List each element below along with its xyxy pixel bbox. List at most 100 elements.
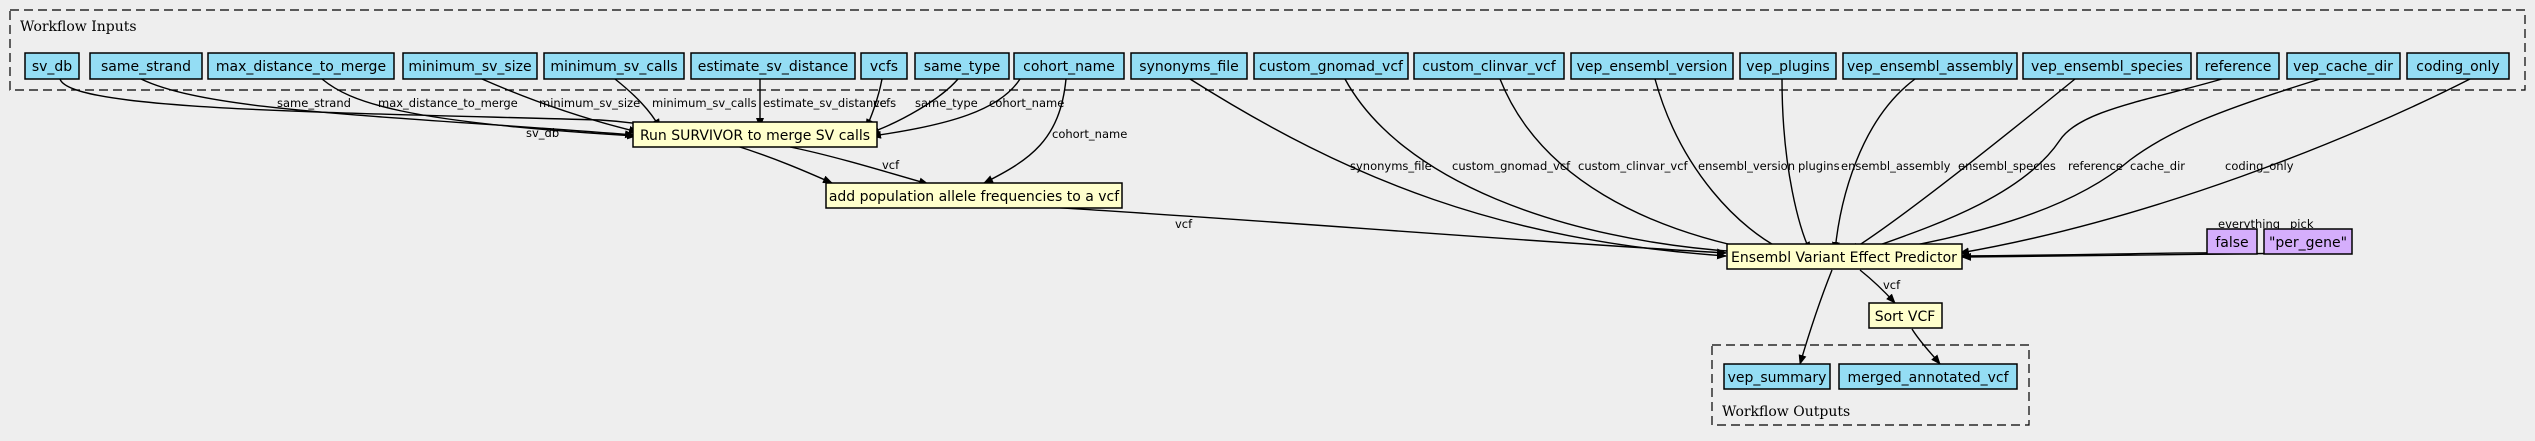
input-sv-db-label: sv_db	[32, 59, 72, 75]
edge-same-strand: same_strand	[140, 78, 635, 139]
input-custom-clinvar-vcf[interactable]: custom_clinvar_vcf	[1413, 52, 1565, 80]
edge-coding-only: coding_only	[1959, 78, 2471, 256]
input-max-distance-to-merge[interactable]: max_distance_to_merge	[207, 52, 395, 80]
input-minimum-sv-calls-label: minimum_sv_calls	[550, 59, 677, 75]
step-add-allele-frequencies[interactable]: add population allele frequencies to a v…	[825, 182, 1123, 209]
input-same-strand-label: same_strand	[101, 59, 191, 75]
input-minimum-sv-calls[interactable]: minimum_sv_calls	[543, 52, 685, 80]
edge-label-estimate-sv-distance: estimate_sv_distance	[763, 96, 887, 110]
input-cohort-name[interactable]: cohort_name	[1013, 52, 1125, 80]
edge-min-sv-size: minimum_sv_size	[481, 78, 640, 134]
edge-vep-plugins: plugins	[1781, 78, 1840, 252]
input-max-distance-to-merge-label: max_distance_to_merge	[216, 59, 386, 75]
step-nodes: Run SURVIVOR to merge SV calls add popul…	[632, 121, 1963, 329]
edge-label-vep-vcf: vcf	[1883, 278, 1901, 292]
step-sort-vcf-label: Sort VCF	[1875, 309, 1936, 325]
edge-label-everything: everything	[2218, 217, 2280, 231]
input-vcfs[interactable]: vcfs	[860, 52, 908, 80]
output-nodes: vep_summary merged_annotated_vcf	[1723, 363, 2018, 390]
edge-af-to-vep: vcf	[1009, 204, 1727, 257]
const-per-gene[interactable]: "per_gene"	[2263, 228, 2353, 255]
step-vep-label: Ensembl Variant Effect Predictor	[1731, 250, 1957, 266]
const-per-gene-label: "per_gene"	[2269, 235, 2347, 251]
input-same-type[interactable]: same_type	[914, 52, 1010, 80]
input-same-strand[interactable]: same_strand	[89, 52, 203, 80]
edge-label-custom-clinvar: custom_clinvar_vcf	[1578, 159, 1689, 173]
edge-custom-gnomad: custom_gnomad_vcf	[1344, 78, 1741, 256]
input-coding-only-label: coding_only	[2416, 59, 2499, 75]
edge-survivor-to-af: vcf	[789, 146, 929, 186]
edge-vep-ensembl-species: ensembl_species	[1849, 78, 2076, 252]
edge-label-same-type: same_type	[915, 96, 978, 110]
step-add-allele-frequencies-label: add population allele frequencies to a v…	[829, 189, 1120, 205]
input-estimate-sv-distance[interactable]: estimate_sv_distance	[690, 52, 856, 80]
edge-label-synonyms-file: synonyms_file	[1350, 159, 1432, 173]
output-merged-annotated-vcf[interactable]: merged_annotated_vcf	[1838, 363, 2018, 390]
input-vep-plugins[interactable]: vep_plugins	[1739, 52, 1837, 80]
input-reference-label: reference	[2205, 59, 2272, 75]
input-synonyms-file-label: synonyms_file	[1139, 59, 1238, 75]
input-vep-ensembl-assembly[interactable]: vep_ensembl_assembly	[1842, 52, 2018, 80]
output-vep-summary[interactable]: vep_summary	[1723, 363, 1831, 390]
edge-label-same-strand: same_strand	[277, 96, 351, 110]
input-vep-ensembl-species-label: vep_ensembl_species	[2031, 59, 2183, 75]
input-sv-db[interactable]: sv_db	[24, 52, 80, 80]
edge-label-coding-only: coding_only	[2225, 159, 2294, 173]
edge-same-type: same_type	[869, 78, 978, 134]
edge-label-min-sv-size: minimum_sv_size	[539, 96, 640, 110]
edge-label-ensembl-species: ensembl_species	[1958, 159, 2056, 173]
step-sort-vcf[interactable]: Sort VCF	[1868, 302, 1943, 329]
edge-label-ensembl-version: ensembl_version	[1698, 159, 1795, 173]
output-vep-summary-label: vep_summary	[1728, 370, 1827, 386]
input-nodes: sv_db same_strand max_distance_to_merge …	[24, 52, 2510, 80]
edge-label-ensembl-assembly: ensembl_assembly	[1841, 159, 1951, 173]
step-survivor[interactable]: Run SURVIVOR to merge SV calls	[632, 121, 878, 148]
edge-estimate-sv-distance: estimate_sv_distance	[756, 79, 887, 128]
input-reference[interactable]: reference	[2196, 52, 2280, 80]
edge-label-cache-dir: cache_dir	[2130, 159, 2185, 173]
input-vep-ensembl-species[interactable]: vep_ensembl_species	[2022, 52, 2192, 80]
input-minimum-sv-size[interactable]: minimum_sv_size	[402, 52, 538, 80]
step-survivor-label: Run SURVIVOR to merge SV calls	[640, 128, 870, 144]
input-synonyms-file[interactable]: synonyms_file	[1130, 52, 1248, 80]
edge-label-af-vcf: vcf	[1175, 217, 1193, 231]
workflow-inputs-cluster: Workflow Inputs	[9, 9, 2526, 91]
edge-label-pick: pick	[2290, 217, 2314, 231]
input-custom-gnomad-vcf[interactable]: custom_gnomad_vcf	[1253, 52, 1409, 80]
const-false-label: false	[2215, 235, 2248, 251]
edge-max-distance: max_distance_to_merge	[321, 78, 637, 140]
input-vep-plugins-label: vep_plugins	[1746, 59, 1829, 75]
edges: sv_db same_strand max_distance_to_merge …	[59, 78, 2471, 365]
workflow-outputs-title: Workflow Outputs	[1722, 404, 1850, 420]
constant-nodes: false "per_gene"	[2206, 228, 2353, 255]
input-custom-gnomad-vcf-label: custom_gnomad_vcf	[1259, 59, 1404, 75]
edge-sort-to-merged	[1911, 328, 1941, 365]
input-vep-ensembl-assembly-label: vep_ensembl_assembly	[1847, 59, 2013, 75]
input-coding-only[interactable]: coding_only	[2406, 52, 2510, 80]
output-merged-annotated-vcf-label: merged_annotated_vcf	[1847, 370, 2009, 386]
input-cohort-name-label: cohort_name	[1023, 59, 1115, 75]
edge-label-min-sv-calls: minimum_sv_calls	[652, 96, 757, 110]
edge-custom-clinvar: custom_clinvar_vcf	[1499, 78, 1761, 254]
input-custom-clinvar-vcf-label: custom_clinvar_vcf	[1422, 59, 1557, 75]
edge-cohort-name-survivor: cohort_name	[871, 78, 1064, 139]
edge-cohort-name-af: cohort_name	[983, 78, 1127, 184]
input-vep-cache-dir-label: vep_cache_dir	[2293, 59, 2393, 75]
edge-vep-ensembl-version: ensembl_version	[1654, 78, 1795, 252]
step-vep[interactable]: Ensembl Variant Effect Predictor	[1726, 243, 1963, 270]
edge-synonyms-file: synonyms_file	[1189, 78, 1727, 260]
edge-label-vcfs: vcfs	[873, 96, 896, 110]
edge-vep-cache-dir: cache_dir	[1879, 78, 2321, 255]
edge-reference: reference	[1859, 78, 2223, 253]
const-false[interactable]: false	[2206, 228, 2258, 255]
input-vep-ensembl-version[interactable]: vep_ensembl_version	[1570, 52, 1734, 80]
workflow-inputs-title: Workflow Inputs	[20, 19, 137, 35]
input-vep-cache-dir[interactable]: vep_cache_dir	[2286, 52, 2401, 80]
edge-label-cohort-name-survivor: cohort_name	[989, 96, 1064, 110]
edge-vep-to-sort: vcf	[1859, 269, 1901, 304]
edge-vep-ensembl-assembly: ensembl_assembly	[1831, 78, 1951, 252]
input-same-type-label: same_type	[924, 59, 1000, 75]
input-minimum-sv-size-label: minimum_sv_size	[408, 59, 531, 75]
edge-vep-to-summary	[1798, 269, 1833, 365]
edge-label-cohort-name-af: cohort_name	[1052, 127, 1127, 141]
